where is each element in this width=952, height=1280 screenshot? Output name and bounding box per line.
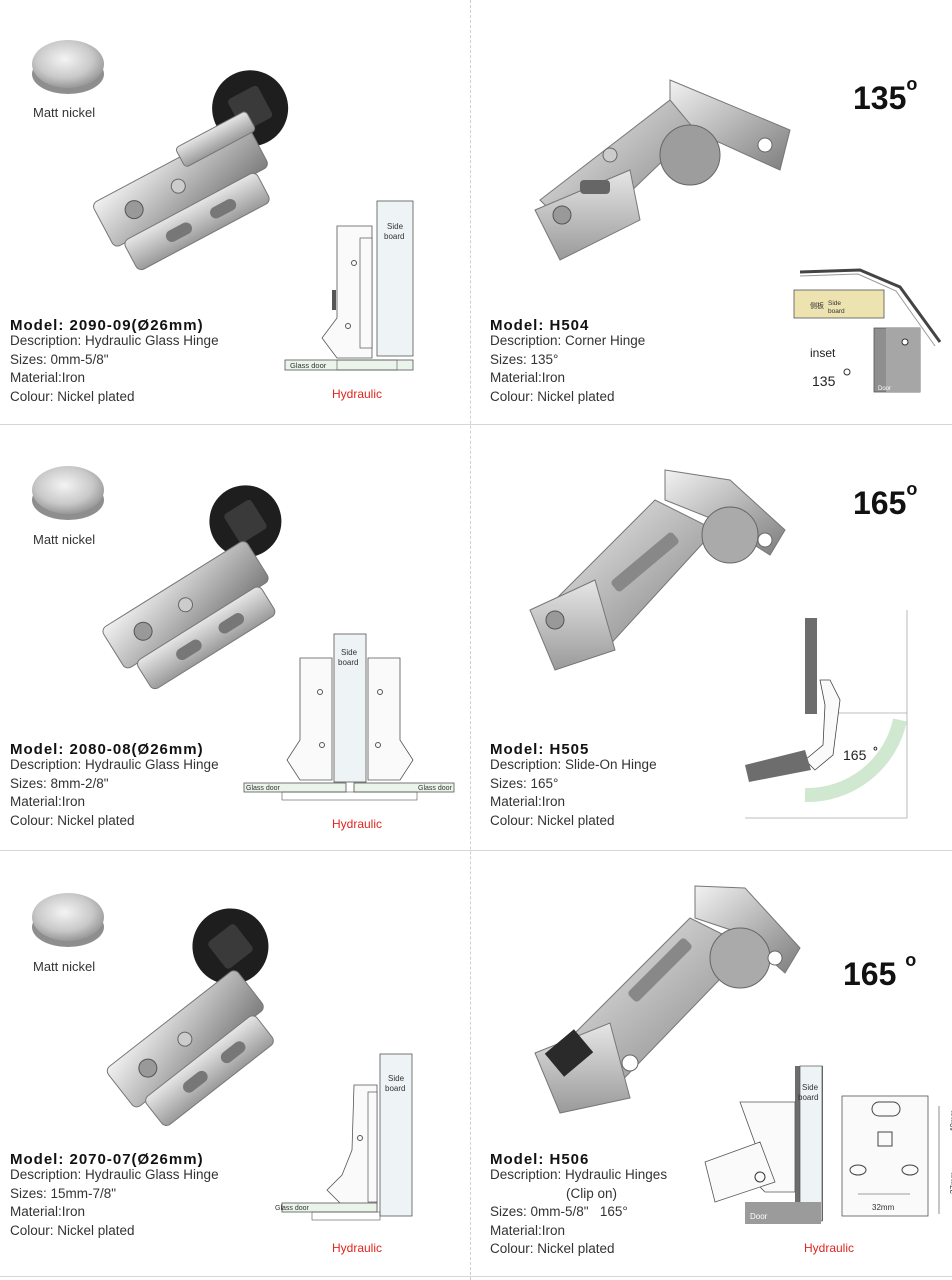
spec-list: Description: Hydraulic Hinges (Clip on) … <box>490 1166 667 1259</box>
hydraulic-label: Hydraulic <box>332 387 383 401</box>
matt-nickel-cap-image <box>32 893 104 947</box>
spec-sizes: Sizes: 15mm-7/8" <box>10 1185 117 1201</box>
cap-label: Matt nickel <box>33 959 96 974</box>
spec-colour: Colour: Nickel plated <box>10 388 135 404</box>
model-title: Model: 2090-09(Ø26mm) <box>10 317 204 334</box>
spec-sizes: Sizes: 8mm-2/8" <box>10 775 109 791</box>
spec-colour: Colour: Nickel plated <box>490 388 615 404</box>
model-title: Model: 2070-07(Ø26mm) <box>10 1151 204 1168</box>
spec-material: Material:Iron <box>10 1204 86 1219</box>
glass-hinge-image <box>93 70 289 271</box>
spec-list: Description: Slide-On Hinge Sizes: 165° … <box>490 756 657 830</box>
hydraulic-label: Hydraulic <box>332 1241 383 1255</box>
matt-nickel-cap-image <box>32 40 104 94</box>
model-title: Model: H504 <box>490 317 590 334</box>
corner-hinge-image <box>534 79 791 261</box>
svg-text:Side: Side <box>387 222 404 231</box>
angle-badge: 165 o <box>843 950 917 992</box>
cap-label: Matt nickel <box>33 105 96 120</box>
column-divider <box>470 0 471 1280</box>
clip-on-hinge-image <box>534 885 801 1114</box>
angle-badge: 165o <box>853 479 918 521</box>
svg-text:inset: inset <box>810 346 836 360</box>
svg-text:135: 135 <box>812 373 836 389</box>
matt-nickel-cap-image <box>32 466 104 520</box>
spec-sizes: Sizes: 0mm-5/8" 165° <box>490 1204 628 1219</box>
row-divider <box>0 424 952 425</box>
svg-text:32mm: 32mm <box>872 1203 895 1212</box>
corner-hinge-diagram: 侧板 Side board Door inset 135 <box>793 268 942 393</box>
spec-description: Description: Hydraulic Glass Hinge <box>10 757 219 772</box>
model-title: Model: 2080-08(Ø26mm) <box>10 741 204 758</box>
svg-text:Side: Side <box>341 648 358 657</box>
glass-hinge-diagram: Side board Glass door <box>275 1053 413 1221</box>
spec-list: Description: Hydraulic Glass Hinge Sizes… <box>10 332 219 406</box>
svg-text:侧板: 侧板 <box>810 301 824 310</box>
svg-text:board: board <box>798 1093 818 1102</box>
svg-text:Glass door: Glass door <box>246 785 281 792</box>
model-title: Model: H505 <box>490 741 590 758</box>
svg-text:Glass door: Glass door <box>275 1205 310 1212</box>
svg-text:37mm: 37mm <box>949 1171 952 1194</box>
spec-material: Material:Iron <box>490 1222 566 1238</box>
svg-text:165: 165 <box>843 747 867 763</box>
slide-on-hinge-image <box>529 469 786 671</box>
spec-colour: Colour: Nickel plated <box>10 812 135 828</box>
mounting-plate-diagram: 32mm 40mm 37mm <box>841 1095 952 1217</box>
svg-text:Glass door: Glass door <box>418 785 453 792</box>
slide-on-hinge-diagram: 165 ° <box>745 610 908 819</box>
spec-list: Description: Hydraulic Glass Hinge Sizes… <box>10 1166 219 1240</box>
svg-text:Side: Side <box>802 1083 819 1092</box>
spec-sizes: Sizes: 135° <box>490 351 559 367</box>
svg-text:°: ° <box>873 744 878 758</box>
spec-list: Description: Corner Hinge Sizes: 135° Ma… <box>490 332 645 406</box>
hydraulic-label: Hydraulic <box>804 1241 855 1255</box>
spec-description: Description: Corner Hinge <box>490 333 646 348</box>
spec-description: Description: Slide-On Hinge <box>490 757 657 772</box>
svg-text:Door: Door <box>878 386 891 392</box>
glass-hinge-image <box>102 485 282 690</box>
svg-text:Side: Side <box>828 300 841 307</box>
double-glass-hinge-diagram: Side board Glass door Glass door <box>243 633 455 801</box>
spec-material: Material:Iron <box>490 370 566 385</box>
spec-material: Material:Iron <box>490 794 566 809</box>
svg-text:Glass door: Glass door <box>290 361 327 370</box>
row-divider <box>0 850 952 851</box>
spec-colour: Colour: Nickel plated <box>490 1241 615 1256</box>
svg-text:board: board <box>338 658 358 667</box>
spec-description: Description: Hydraulic Hinges <box>490 1167 668 1182</box>
spec-description: Description: Hydraulic Glass Hinge <box>10 1167 219 1182</box>
spec-material: Material:Iron <box>10 370 86 385</box>
clip-on-hinge-diagram: Side board Door <box>704 1065 823 1224</box>
spec-sizes: Sizes: 0mm-5/8" <box>10 351 109 367</box>
spec-description: Description: Hydraulic Glass Hinge <box>10 333 219 348</box>
spec-sizes: Sizes: 165° <box>490 775 559 791</box>
model-title: Model: H506 <box>490 1151 590 1168</box>
svg-text:board: board <box>385 1084 405 1093</box>
svg-text:40mm: 40mm <box>949 1109 952 1132</box>
glass-hinge-diagram: Side board Glass door <box>284 200 414 371</box>
svg-text:Door: Door <box>750 1212 768 1221</box>
svg-text:board: board <box>828 308 845 315</box>
hydraulic-label: Hydraulic <box>332 817 383 831</box>
glass-hinge-image <box>106 908 274 1127</box>
spec-colour: Colour: Nickel plated <box>490 812 615 828</box>
spec-list: Description: Hydraulic Glass Hinge Sizes… <box>10 756 219 830</box>
angle-badge: 135o <box>853 74 918 116</box>
spec-colour: Colour: Nickel plated <box>10 1222 135 1238</box>
svg-text:Side: Side <box>388 1074 405 1083</box>
row-divider <box>0 1276 952 1277</box>
spec-material: Material:Iron <box>10 794 86 809</box>
spec-description-2: (Clip on) <box>566 1185 618 1201</box>
cap-label: Matt nickel <box>33 532 96 547</box>
svg-text:board: board <box>384 232 404 241</box>
